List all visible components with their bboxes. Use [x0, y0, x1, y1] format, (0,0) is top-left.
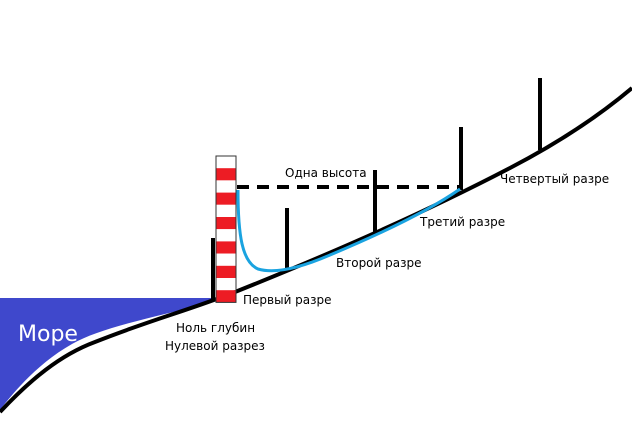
second-section-label: Второй разре — [336, 256, 422, 270]
pole-stripe — [216, 204, 236, 217]
one-height-label: Одна высота — [285, 166, 367, 180]
sea-area — [0, 298, 212, 410]
third-section-label: Третий разре — [419, 215, 505, 229]
zero-depth-label: Ноль глубин — [176, 321, 255, 335]
ground-profile-line — [0, 86, 632, 414]
pole-stripe — [216, 229, 236, 242]
fourth-section-label: Четвертый разре — [500, 172, 609, 186]
pole-stripe — [216, 241, 236, 254]
pole-stripe — [216, 156, 236, 169]
pole-stripe — [216, 217, 236, 230]
pole-stripe — [216, 180, 236, 193]
pole-stripe — [216, 192, 236, 205]
sea-label: Море — [18, 322, 78, 347]
water-level-curve — [236, 187, 461, 273]
pole-stripe — [216, 253, 236, 266]
pole-stripe — [216, 278, 236, 291]
first-section-label: Первый разре — [243, 293, 332, 307]
pole-outline — [215, 155, 237, 303]
pole-stripe — [216, 290, 236, 303]
pole-stripe — [216, 265, 236, 278]
pole-stripe — [216, 168, 236, 181]
zero-section-label: Нулевой разрез — [165, 339, 265, 353]
leveling-pole — [215, 155, 237, 303]
